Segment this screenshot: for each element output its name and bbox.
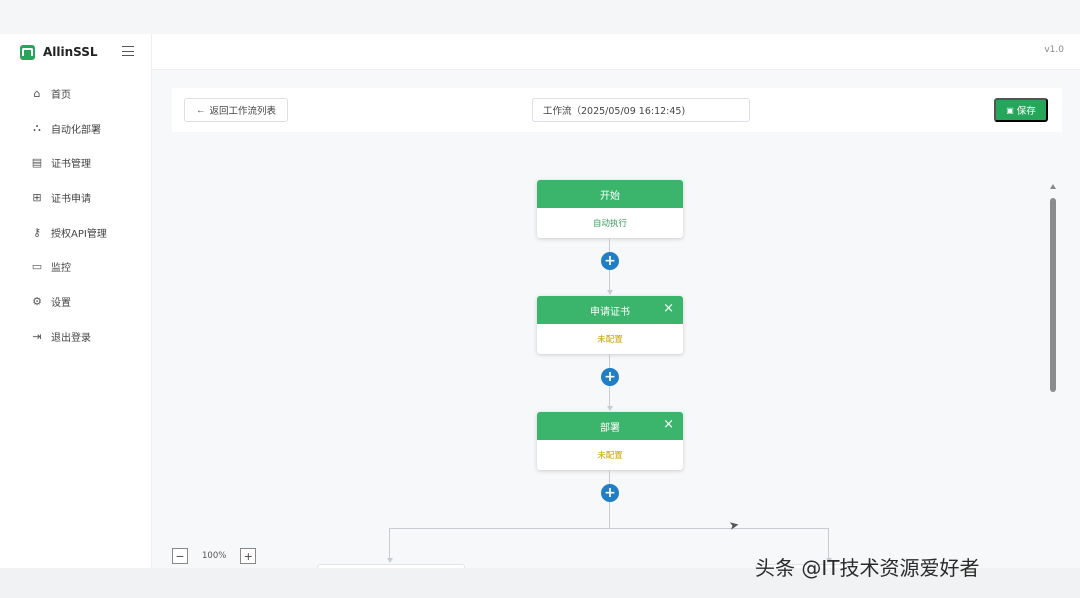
save-button-label: 保存 [1016, 106, 1036, 117]
settings-icon: ⚙ [32, 294, 42, 308]
sidebar-item-label: 监控 [51, 263, 71, 275]
zoom-controls: − 100% + [172, 548, 257, 564]
app-name: AllinSSL [43, 45, 98, 59]
node-status: 未配置 [597, 451, 623, 461]
branch-connector [828, 528, 829, 560]
monitor-icon: ▭ [31, 260, 43, 274]
save-icon: ▣ [1006, 105, 1014, 115]
add-node-button[interactable]: + [601, 252, 619, 270]
cert-apply-icon: ⊞ [32, 190, 42, 204]
zoom-in-button[interactable]: + [240, 548, 257, 564]
top-header: v1.0 [152, 34, 1080, 70]
flow-node-deploy[interactable]: 部署 × 未配置 [537, 412, 683, 470]
brand[interactable]: AllinSSL [20, 42, 98, 62]
sidebar-item-label: 退出登录 [51, 332, 91, 344]
app-window: AllinSSL ⌂ 首页 ⛬ 自动化部署 ▤ 证书管理 ⊞ 证书申请 ⚷ 授权… [0, 34, 1080, 573]
branch-node[interactable] [755, 564, 903, 568]
sidebar-item-label: 首页 [51, 89, 71, 101]
node-title: 申请证书 [590, 306, 630, 318]
sidebar-item-label: 证书申请 [51, 193, 91, 205]
back-button-label: 返回工作流列表 [209, 106, 276, 117]
sidebar-item-monitor[interactable]: ▭ 监控 [0, 249, 152, 284]
workflow-title-input[interactable]: 工作流（2025/05/09 16:12:45) [532, 98, 750, 122]
editor-toolbar: ← 返回工作流列表 工作流（2025/05/09 16:12:45) ▣ 保存 [172, 88, 1062, 132]
add-node-button[interactable]: + [601, 368, 619, 386]
plus-icon: + [604, 369, 616, 385]
connector-arrow [607, 290, 613, 295]
close-icon[interactable]: × [663, 417, 674, 432]
menu-collapse-icon[interactable] [122, 46, 134, 56]
mouse-cursor-icon: ➤ [727, 517, 741, 533]
zoom-level: 100% [202, 551, 227, 561]
workflow-icon: ⛬ [33, 121, 41, 135]
version-label: v1.0 [1044, 45, 1064, 55]
save-button[interactable]: ▣ 保存 [994, 98, 1048, 122]
home-icon: ⌂ [33, 86, 41, 100]
flow-canvas[interactable]: 开始 自动执行 + 申请证书 × 未配置 + 部署 × [152, 140, 1052, 568]
plus-icon: + [604, 253, 616, 269]
scroll-up-arrow-icon[interactable] [1050, 184, 1056, 189]
node-status: 未配置 [597, 335, 623, 345]
add-node-button[interactable]: + [601, 484, 619, 502]
arrow-left-icon: ← [195, 104, 206, 116]
sidebar-item-api-keys[interactable]: ⚷ 授权API管理 [0, 215, 152, 250]
sidebar-item-label: 自动化部署 [51, 124, 101, 136]
sidebar-menu: ⌂ 首页 ⛬ 自动化部署 ▤ 证书管理 ⊞ 证书申请 ⚷ 授权API管理 ▭ 监… [0, 76, 152, 354]
vertical-scrollbar-thumb[interactable] [1050, 198, 1056, 392]
sidebar-item-label: 设置 [51, 297, 71, 309]
screen-bottom-band [0, 568, 1080, 598]
connector-arrow [607, 406, 613, 411]
flow-node-apply-cert[interactable]: 申请证书 × 未配置 [537, 296, 683, 354]
api-key-icon: ⚷ [32, 225, 42, 239]
lock-logo-icon [20, 44, 35, 60]
close-icon[interactable]: × [663, 301, 674, 316]
back-to-list-button[interactable]: ← 返回工作流列表 [184, 98, 288, 122]
sidebar-item-home[interactable]: ⌂ 首页 [0, 76, 152, 111]
sidebar-item-cert-apply[interactable]: ⊞ 证书申请 [0, 180, 152, 215]
branch-node[interactable] [317, 564, 465, 568]
connector-arrow [826, 558, 832, 563]
sidebar-item-cert-manage[interactable]: ▤ 证书管理 [0, 145, 152, 180]
branch-connector [389, 528, 829, 529]
sidebar-item-label: 授权API管理 [51, 228, 107, 240]
flow-node-start[interactable]: 开始 自动执行 [537, 180, 683, 238]
node-status: 自动执行 [592, 219, 627, 229]
screen-top-band [0, 0, 1080, 34]
workflow-editor: ← 返回工作流列表 工作流（2025/05/09 16:12:45) ▣ 保存 … [152, 70, 1080, 573]
sidebar-item-label: 证书管理 [51, 159, 91, 171]
cert-manage-icon: ▤ [31, 156, 43, 170]
connector-arrow [387, 558, 393, 563]
node-title: 部署 [600, 422, 620, 434]
node-title: 开始 [537, 180, 683, 208]
logout-icon: ⇥ [32, 329, 42, 343]
zoom-out-button[interactable]: − [172, 548, 188, 564]
watermark-text: 头条 @IT技术资源爱好者 [755, 556, 980, 580]
sidebar-item-logout[interactable]: ⇥ 退出登录 [0, 319, 152, 354]
sidebar-item-automation[interactable]: ⛬ 自动化部署 [0, 111, 152, 146]
sidebar-item-settings[interactable]: ⚙ 设置 [0, 284, 152, 319]
plus-icon: + [604, 485, 616, 501]
sidebar: AllinSSL ⌂ 首页 ⛬ 自动化部署 ▤ 证书管理 ⊞ 证书申请 ⚷ 授权… [0, 34, 152, 568]
branch-connector [389, 528, 390, 560]
